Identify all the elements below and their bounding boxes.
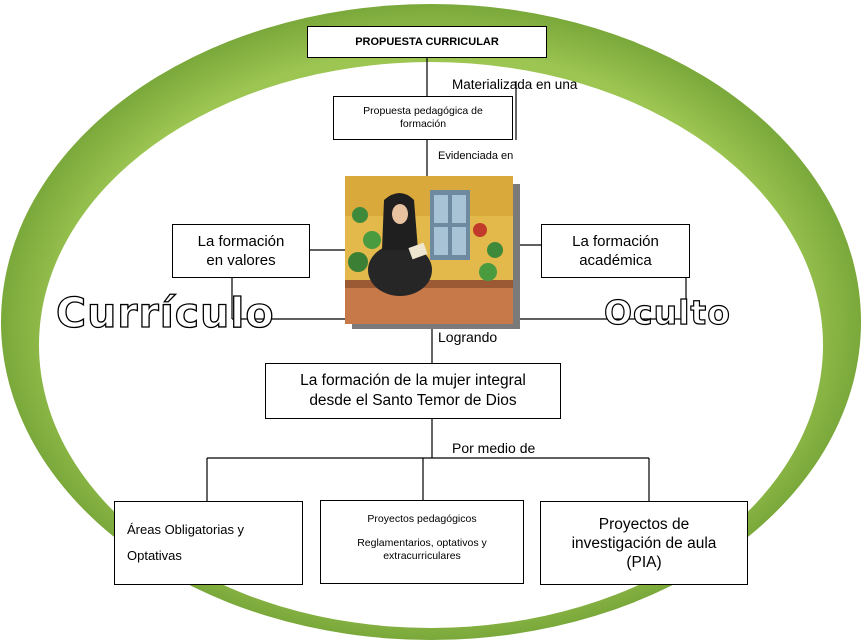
proyectos-pedagogicos-detail1: Reglamentarios, optativos y — [357, 537, 487, 549]
formacion-valores-box: La formación en valores — [172, 224, 310, 278]
formacion-valores-line1: La formación — [197, 233, 285, 250]
mujer-integral-box: La formación de la mujer integral desde … — [265, 363, 561, 419]
mujer-integral-line1: La formación de la mujer integral — [300, 372, 526, 389]
formacion-academica-line2: académica — [579, 252, 652, 269]
proyectos-pedagogicos-box: Proyectos pedagógicos Reglamentarios, op… — [320, 500, 524, 584]
title-text: PROPUESTA CURRICULAR — [355, 36, 499, 48]
edge-label-por-medio: Por medio de — [452, 440, 536, 456]
nun-illustration — [345, 176, 520, 329]
proyectos-pedagogicos-title: Proyectos pedagógicos — [367, 513, 477, 525]
proyectos-investigacion-box: Proyectos de investigación de aula (PIA) — [540, 501, 748, 585]
proyectos-pedagogicos-detail2: extracurriculares — [383, 550, 461, 562]
areas-line2: Optativas — [127, 548, 182, 563]
formacion-academica-box: La formación académica — [541, 224, 690, 278]
oculto-word: Oculto — [604, 293, 731, 332]
edge-label-evidenciada: Evidenciada en — [438, 150, 514, 162]
edge-label-materializada: Materializada en una — [452, 77, 578, 92]
areas-obligatorias-box: Áreas Obligatorias y Optativas — [114, 501, 303, 585]
pia-line3: (PIA) — [626, 553, 662, 571]
curriculo-word: Currículo — [56, 289, 274, 337]
pia-line2: investigación de aula — [571, 534, 717, 552]
formacion-valores-line2: en valores — [206, 252, 276, 269]
propuesta-curricular-box: PROPUESTA CURRICULAR — [307, 26, 547, 58]
formacion-academica-line1: La formación — [572, 233, 659, 250]
edge-label-logrando: Logrando — [438, 329, 498, 345]
propuesta-pedagogica-box: Propuesta pedagógica de formación — [333, 96, 513, 140]
propuesta-pedagogica-text: Propuesta pedagógica de formación — [363, 105, 483, 130]
pia-line1: Proyectos de — [598, 515, 690, 533]
areas-line1: Áreas Obligatorias y — [127, 522, 245, 537]
inner-white-ellipse — [39, 62, 823, 628]
mujer-integral-line2: desde el Santo Temor de Dios — [309, 392, 517, 409]
